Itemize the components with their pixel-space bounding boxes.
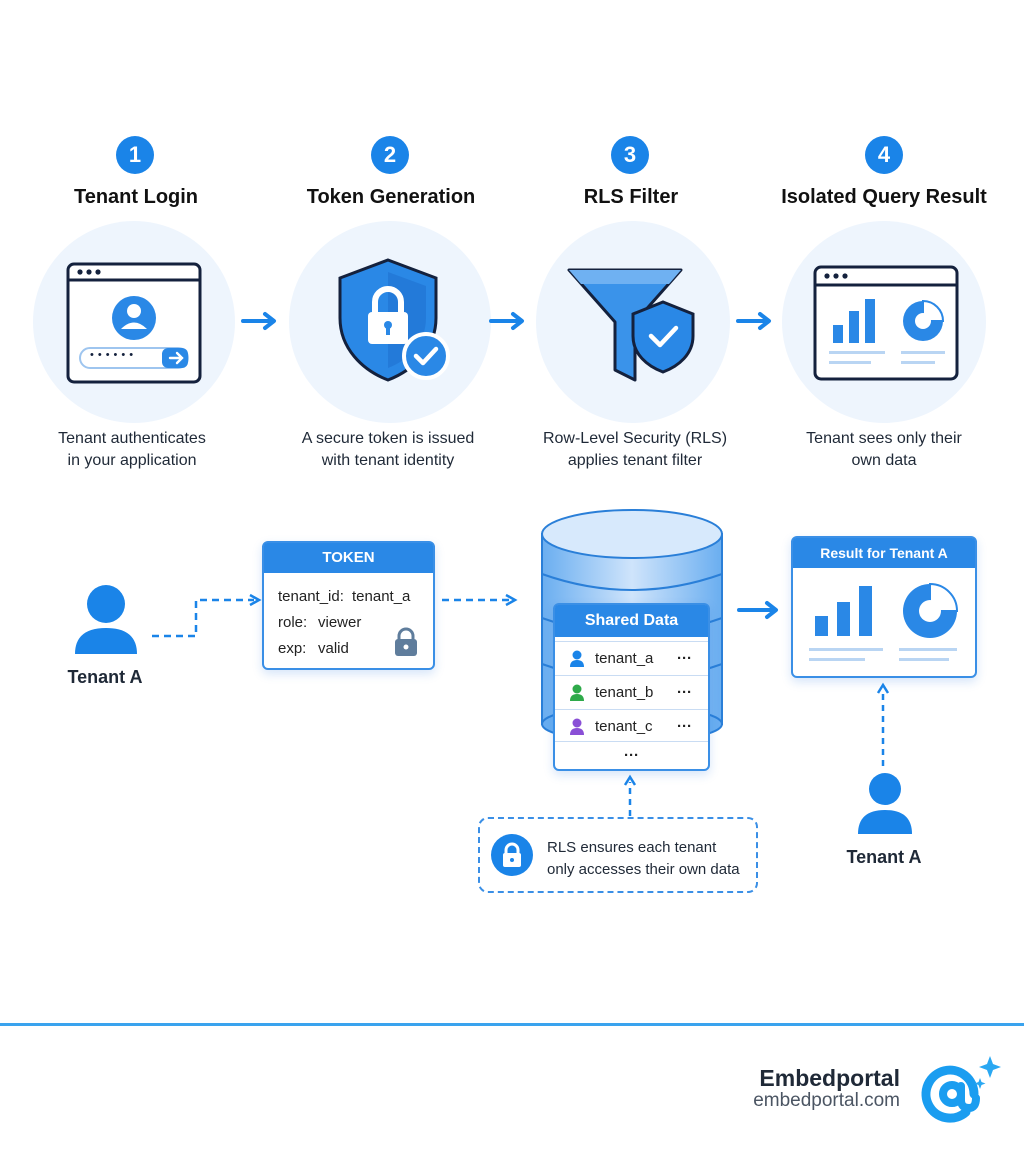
arrow-right-icon bbox=[737, 601, 778, 619]
dashed-connector bbox=[152, 593, 262, 638]
tenant-a-left-label: Tenant A bbox=[67, 667, 143, 687]
step-1-desc-line-1: Tenant authenticates bbox=[58, 430, 206, 447]
shield-lock-icon bbox=[338, 258, 450, 382]
step-3-title: RLS Filter bbox=[583, 186, 679, 208]
step-1-number: 1 bbox=[116, 136, 154, 174]
placeholder-line bbox=[899, 648, 957, 651]
brand-url: embedportal.com bbox=[753, 1090, 900, 1111]
funnel-shield-icon bbox=[567, 268, 695, 382]
placeholder-line bbox=[899, 658, 949, 661]
more-icon: ··· bbox=[677, 718, 692, 735]
login-window-icon bbox=[66, 262, 202, 384]
more-icon: ··· bbox=[677, 650, 692, 667]
placeholder-line bbox=[809, 658, 865, 661]
step-4-title: Isolated Query Result bbox=[781, 186, 987, 208]
arrow-right-icon bbox=[489, 312, 524, 330]
user-icon bbox=[570, 718, 584, 735]
dashed-arrow-up bbox=[623, 774, 637, 816]
lock-icon bbox=[395, 627, 417, 656]
step-2-title: Token Generation bbox=[306, 186, 476, 208]
token-row-value: valid bbox=[318, 640, 349, 657]
embedportal-logo-icon bbox=[921, 1056, 1001, 1123]
table-row: tenant_b ··· bbox=[555, 675, 708, 709]
arrow-right-icon bbox=[736, 312, 771, 330]
result-card-header: Result for Tenant A bbox=[793, 538, 975, 568]
tenant-row-label: tenant_b bbox=[595, 684, 654, 701]
token-row-key: exp: bbox=[278, 640, 307, 657]
token-card: TOKEN tenant_id: tenant_a role: viewer e… bbox=[262, 541, 435, 670]
step-1-title: Tenant Login bbox=[73, 186, 199, 208]
dashed-arrow bbox=[442, 593, 518, 607]
dashboard-window-icon bbox=[813, 265, 959, 381]
rls-note-line-1: RLS ensures each tenant bbox=[547, 839, 717, 856]
shared-data-table: Shared Data tenant_a ··· tenant_b ··· te… bbox=[553, 603, 710, 771]
table-row: tenant_a ··· bbox=[555, 641, 708, 675]
table-row: tenant_c ··· bbox=[555, 709, 708, 743]
step-4-desc-line-2: own data bbox=[851, 452, 917, 469]
result-card: Result for Tenant A bbox=[791, 536, 977, 678]
rls-note-line-2: only accesses their own data bbox=[547, 861, 740, 878]
token-card-header: TOKEN bbox=[264, 543, 433, 573]
lock-icon bbox=[491, 834, 533, 876]
step-2-desc-line-2: with tenant identity bbox=[321, 452, 455, 469]
rls-note: RLS ensures each tenant only accesses th… bbox=[478, 817, 758, 893]
step-3-desc-line-2: applies tenant filter bbox=[567, 452, 703, 469]
placeholder-line bbox=[809, 648, 883, 651]
step-4-number: 4 bbox=[865, 136, 903, 174]
tenant-row-label: tenant_c bbox=[595, 718, 653, 735]
pie-chart-icon bbox=[903, 582, 959, 638]
bar-chart-icon bbox=[815, 586, 872, 636]
arrow-right-icon bbox=[241, 312, 276, 330]
user-icon bbox=[75, 585, 137, 654]
brand-name: Embedportal bbox=[759, 1065, 900, 1091]
token-row-value: viewer bbox=[318, 614, 362, 631]
step-2-desc-line-1: A secure token is issued bbox=[301, 430, 475, 447]
token-row-key: role: bbox=[278, 614, 308, 631]
tenant-row-label: tenant_a bbox=[595, 650, 654, 667]
step-3-desc-line-1: Row-Level Security (RLS) bbox=[542, 430, 728, 447]
user-icon bbox=[858, 773, 912, 834]
shared-data-header: Shared Data bbox=[555, 605, 708, 637]
user-icon bbox=[570, 684, 584, 701]
token-row-value: tenant_a bbox=[352, 588, 411, 605]
step-2-number: 2 bbox=[371, 136, 409, 174]
user-icon bbox=[570, 650, 584, 667]
step-3-number: 3 bbox=[611, 136, 649, 174]
table-footer-ellipsis: ··· bbox=[555, 741, 708, 769]
more-icon: ··· bbox=[677, 684, 692, 701]
footer-divider bbox=[0, 1023, 1024, 1026]
step-4-desc-line-1: Tenant sees only their bbox=[806, 430, 962, 447]
password-mask: •••••• bbox=[90, 349, 138, 361]
token-row-key: tenant_id: bbox=[278, 588, 344, 605]
step-1-desc-line-2: in your application bbox=[67, 452, 197, 469]
dashed-arrow-up bbox=[876, 682, 890, 766]
tenant-a-right-label: Tenant A bbox=[846, 847, 922, 867]
